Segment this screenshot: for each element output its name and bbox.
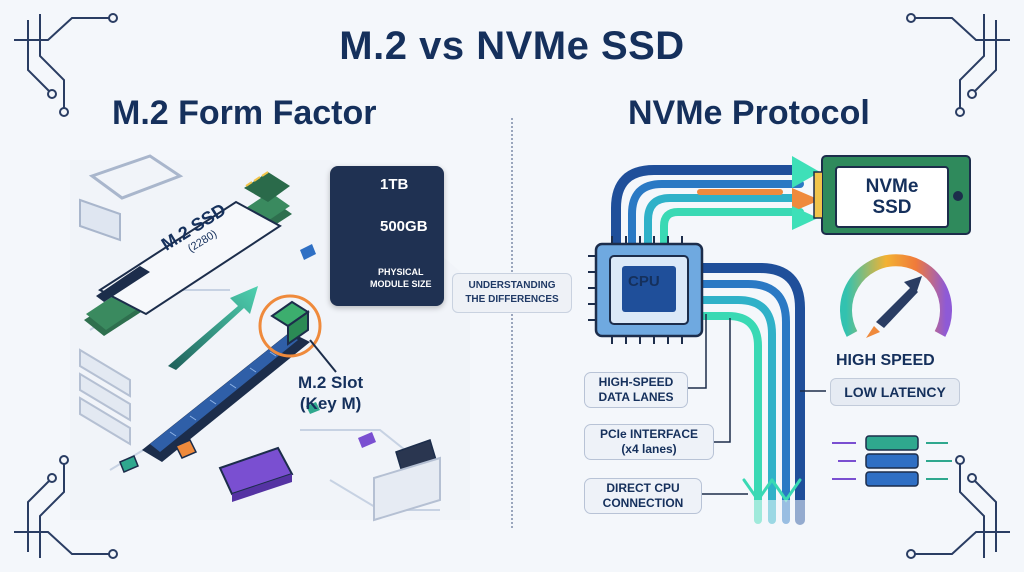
lanes-line-2: DATA LANES [598,390,674,404]
capacity-1tb: 1TB [380,176,409,193]
nvme-heading: NVMe Protocol [628,94,870,132]
slot-line-1: M.2 Slot [298,373,364,392]
data-lanes [611,156,820,540]
legend-row-physical: PHYSICAL MODULE SIZE [370,266,432,290]
speed-gauge [840,254,952,338]
nvme-ssd-label: NVMe SSD [835,166,949,228]
callout-lines [686,314,826,495]
physical-line-2: MODULE SIZE [370,279,432,289]
physical-line-1: PHYSICAL [378,267,424,277]
pcie-line-2: (x4 lanes) [621,442,677,456]
tag-direct-cpu: DIRECT CPU CONNECTION [584,478,702,514]
circuit-corner-top-right [906,13,1010,117]
server-stack-icon [832,435,952,487]
center-line-2: THE DIFFERENCES [465,294,559,305]
legend-row-1tb: 1TB [368,176,408,193]
physical-size-label: PHYSICAL MODULE SIZE [370,266,432,290]
nvme-line-1: NVMe [865,176,919,197]
pcie-line-1: PCIe INTERFACE [599,427,698,441]
circuit-corner-bottom-left [14,455,118,559]
direct-line-2: CONNECTION [602,496,684,510]
lanes-line-1: HIGH-SPEED [598,375,674,389]
m2-slot [142,294,337,462]
cpu-chip [588,236,704,344]
center-badge: UNDERSTANDING THE DIFFERENCES [452,273,572,313]
m2-slot-label: M.2 Slot (Key M) [298,372,363,414]
capacity-500gb: 500GB [380,218,428,235]
slot-line-2: (Key M) [299,394,362,413]
page-title: M.2 vs NVMe SSD [339,24,685,68]
low-latency-badge: LOW LATENCY [830,378,960,406]
center-divider [511,118,513,528]
direct-line-1: DIRECT CPU [606,481,680,495]
motherboard-illustration [70,154,470,522]
cpu-label: CPU [628,273,660,290]
legend-row-500gb: 500GB [368,218,428,235]
nvme-line-2: SSD [872,197,912,218]
circuit-corner-bottom-right [906,455,1010,559]
tag-pcie-interface: PCIe INTERFACE (x4 lanes) [584,424,714,460]
insert-arrow [168,286,258,370]
circuit-corner-top-left [14,13,118,117]
m2-ssd-stick [84,171,292,336]
high-speed-label: HIGH SPEED [836,352,935,369]
center-line-1: UNDERSTANDING [468,280,556,291]
capacity-legend-panel: 1TB 500GB PHYSICAL MODULE SIZE [330,166,444,306]
m2-heading: M.2 Form Factor [112,94,377,132]
tag-data-lanes: HIGH-SPEED DATA LANES [584,372,688,408]
